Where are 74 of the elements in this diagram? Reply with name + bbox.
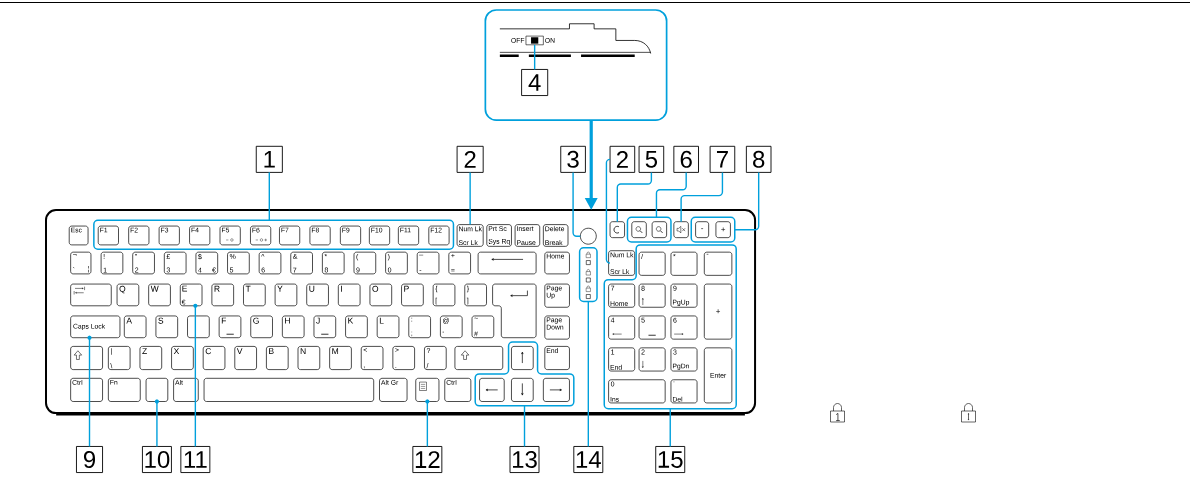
leader-line (680, 171, 724, 223)
key: F (218, 315, 242, 339)
highlight-outline (474, 341, 575, 407)
leader-line (605, 158, 611, 264)
key: K (345, 315, 368, 339)
callout-number: 5 (638, 145, 665, 173)
callout-number: 13 (509, 446, 540, 473)
key: V (234, 346, 257, 370)
leader-line (425, 399, 430, 448)
key: H (282, 315, 305, 339)
callout-number: 10 (142, 446, 172, 473)
leader-line (87, 335, 92, 448)
callout-number: 15 (655, 446, 686, 473)
key: + (703, 283, 733, 340)
key: O (369, 283, 393, 307)
highlight-outline (603, 244, 737, 410)
highlight-outline (690, 216, 736, 243)
leader-line (616, 171, 653, 223)
highlight-outline (578, 247, 598, 303)
key: S (155, 315, 178, 339)
leader-line (268, 171, 270, 221)
callout-number: 2 (609, 145, 636, 173)
keyboard-body (45, 209, 757, 416)
slide-switch (525, 35, 544, 46)
callout-number: 4 (521, 69, 549, 96)
key (673, 221, 689, 238)
callout-number: 9 (76, 446, 103, 473)
leader-line (655, 171, 687, 219)
key: Y (274, 283, 298, 307)
callout-number: 11 (180, 446, 211, 473)
key: U (306, 283, 329, 307)
leader-line (587, 300, 589, 448)
callout-number: 7 (709, 145, 736, 173)
key: - (695, 221, 709, 238)
callout-number: 2 (456, 145, 484, 173)
key: L (376, 315, 400, 339)
key: X (171, 346, 194, 370)
key (415, 377, 440, 402)
round-button (580, 227, 597, 245)
key: M (329, 346, 352, 370)
key: Q (116, 283, 140, 307)
key: R (211, 283, 234, 307)
key: N (297, 346, 321, 370)
highlight-outline (93, 219, 455, 250)
key (609, 221, 625, 238)
callout-number: 6 (673, 145, 699, 173)
key: P (401, 283, 424, 307)
leader-line (669, 408, 671, 448)
inset-box (484, 9, 668, 122)
leader-line (469, 171, 471, 226)
key: + (715, 221, 731, 238)
key: Z (139, 346, 163, 370)
leader-line (572, 171, 582, 237)
leader-line (523, 405, 526, 448)
key: I (337, 283, 361, 307)
leader-line (533, 44, 536, 71)
key: A (123, 315, 147, 339)
callout-number: 12 (412, 446, 443, 473)
key (145, 377, 169, 402)
space-bar (203, 377, 375, 402)
key: G (250, 315, 273, 339)
leader-line (734, 171, 760, 231)
key: T (243, 283, 266, 307)
key: J (313, 315, 337, 339)
callout-number: 1 (255, 145, 283, 173)
callout-number: 3 (560, 145, 586, 173)
key: B (266, 346, 289, 370)
callout-number: 8 (745, 145, 772, 173)
key: C (202, 346, 226, 370)
key: W (148, 283, 171, 307)
highlight-outline (626, 216, 672, 243)
callout-number: 14 (573, 446, 604, 473)
leader-line (193, 303, 198, 448)
leader-line (154, 399, 160, 448)
